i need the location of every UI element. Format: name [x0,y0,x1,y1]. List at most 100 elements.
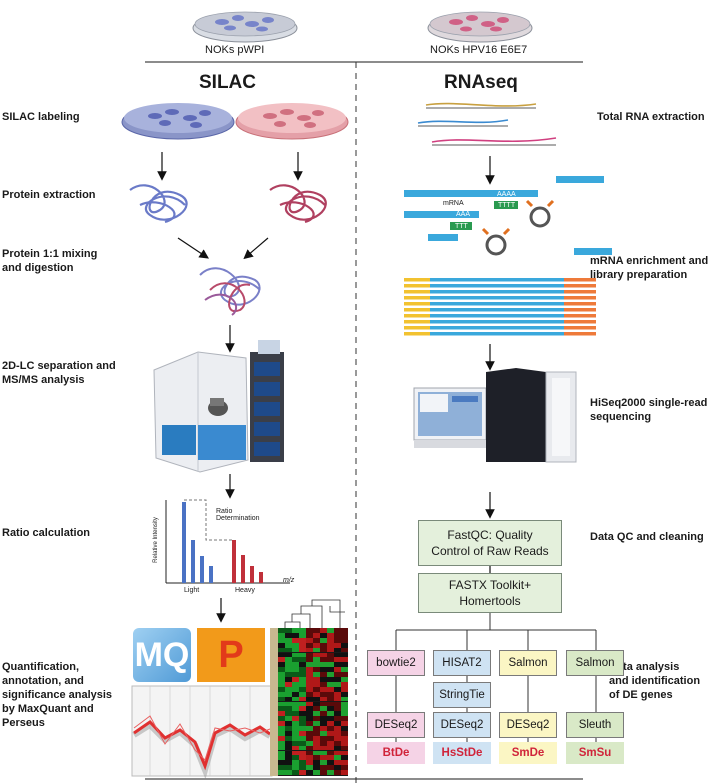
heatmap-cell [299,770,306,775]
library-read-segment [564,284,596,288]
heatmap-cell [341,657,348,663]
heatmap-cell [278,691,285,697]
library-read-segment [430,320,564,324]
library-read-segment [564,326,596,330]
ratio-spectrum-chart [165,499,290,584]
heatmap-cell [313,642,320,648]
heatmap-cell [313,677,320,682]
heatmap-cell [341,642,348,648]
heatmap-cell [292,770,299,775]
heatmap-cell [285,721,292,726]
heatmap-cell [313,770,320,775]
top-petri-dishes [145,11,583,63]
heatmap-cell [278,672,285,677]
heavy-label: Heavy [235,587,255,594]
heatmap-cell [313,721,320,726]
tool-salmon-1: Salmon [499,650,557,676]
heatmap-cell [292,745,299,751]
heatmap-cell [327,632,334,638]
heatmap-cell [320,745,327,751]
polya-tail-long: AAAA [497,191,516,198]
heatmap-cell [306,735,313,741]
rnaseq-step-library: mRNA enrichment and library preparation [590,255,709,281]
heatmap-cell [327,716,334,722]
heatmap-cell [299,730,306,736]
heatmap-cell [292,721,299,726]
heatmap-cell [306,662,313,668]
heatmap-cell [327,726,334,731]
heatmap-cell [299,628,306,633]
heatmap-cell [299,681,306,687]
heatmap-cell [327,745,334,751]
silac-step-mixing: Protein 1:1 mixing and digestion [2,248,98,274]
heatmap-cell [278,647,285,653]
heatmap-cell [299,765,306,771]
library-read-segment [564,290,596,294]
tool-deseq2-2: DESeq2 [433,712,491,738]
rnaseq-step-total-rna: Total RNA extraction [597,111,705,123]
protein-light-icon [129,184,188,224]
heatmap-cell [320,716,327,722]
result-hsstde: HsStDe [433,742,491,764]
heatmap-cell [299,701,306,707]
heatmap-cell [334,706,341,712]
heatmap-cell [285,750,292,756]
library-read-segment [404,314,430,318]
heatmap-cell [327,711,334,717]
heatmap-cell [299,672,306,677]
heatmap-cell [285,701,292,707]
heatmap-cell [306,632,313,638]
silac-step-labeling: SILAC labeling [2,111,80,123]
heatmap-cell [278,735,285,741]
library-read-segment [404,296,430,300]
dish-pwpi-icon [192,11,298,43]
heatmap-cell [306,765,313,771]
silac-light-dish-icon [121,103,235,140]
heatmap-cell [327,706,334,712]
heatmap-cell [320,760,327,766]
heatmap-cell [278,701,285,707]
heatmap-cell [341,686,348,692]
heatmap-cell [327,701,334,707]
heatmap-cell [320,691,327,697]
heatmap-cell [278,745,285,751]
heatmap-cell [278,760,285,766]
library-read-segment [430,290,564,294]
heatmap-cell [341,760,348,766]
heatmap-cell [292,755,299,761]
heatmap-cell [299,740,306,746]
tool-hisat2: HISAT2 [433,650,491,676]
heatmap-cell [334,726,341,731]
heatmap-cell [320,662,327,668]
heatmap-cell [334,735,341,741]
heatmap-cells [278,628,348,776]
heatmap-cell [334,632,341,638]
heavy-peak-1 [232,540,236,583]
heatmap-cell [299,735,306,741]
heatmap-cell [313,711,320,717]
heatmap-cell [313,765,320,771]
heatmap-cell [327,760,334,766]
heatmap-cell [278,711,285,717]
library-read-segment [404,278,430,282]
library-read-segment [430,284,564,288]
heatmap-cell [327,686,334,692]
heatmap-cell [341,750,348,756]
heatmap-cell [278,657,285,663]
library-read-segment [404,290,430,294]
maxquant-logo: MQ [133,628,191,682]
heatmap-cell [299,721,306,726]
heatmap-cell [285,662,292,668]
heatmap-cell [285,765,292,771]
heatmap-cell [306,716,313,722]
heatmap-cell [327,647,334,653]
heatmap-cell [320,706,327,712]
heatmap-cell [285,642,292,648]
light-peak-2 [191,540,195,583]
heatmap-cell [285,686,292,692]
heatmap-cell [334,691,341,697]
oligo-dt-long: TTTT [498,202,516,209]
heatmap-cell [278,755,285,761]
heatmap-cell [327,755,334,761]
heatmap-cell [299,677,306,682]
